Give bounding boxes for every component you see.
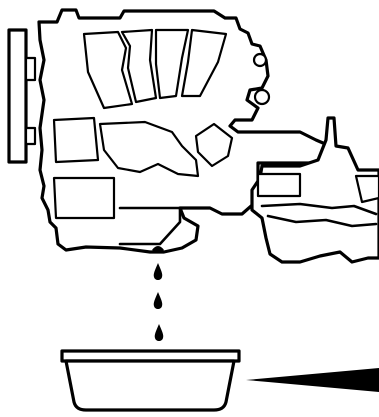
- oil-drop: [154, 324, 164, 341]
- oil-drop: [153, 292, 163, 309]
- oil-drops: [153, 263, 164, 341]
- oil-drop: [153, 263, 163, 280]
- transmission: [250, 116, 379, 264]
- oil-pan: [118, 206, 182, 246]
- intake-manifold: [82, 28, 228, 110]
- drain-plug: [152, 246, 164, 252]
- flywheel-plate: [7, 28, 37, 164]
- pointer-wedge: [246, 368, 379, 392]
- drain-pan: [60, 349, 241, 412]
